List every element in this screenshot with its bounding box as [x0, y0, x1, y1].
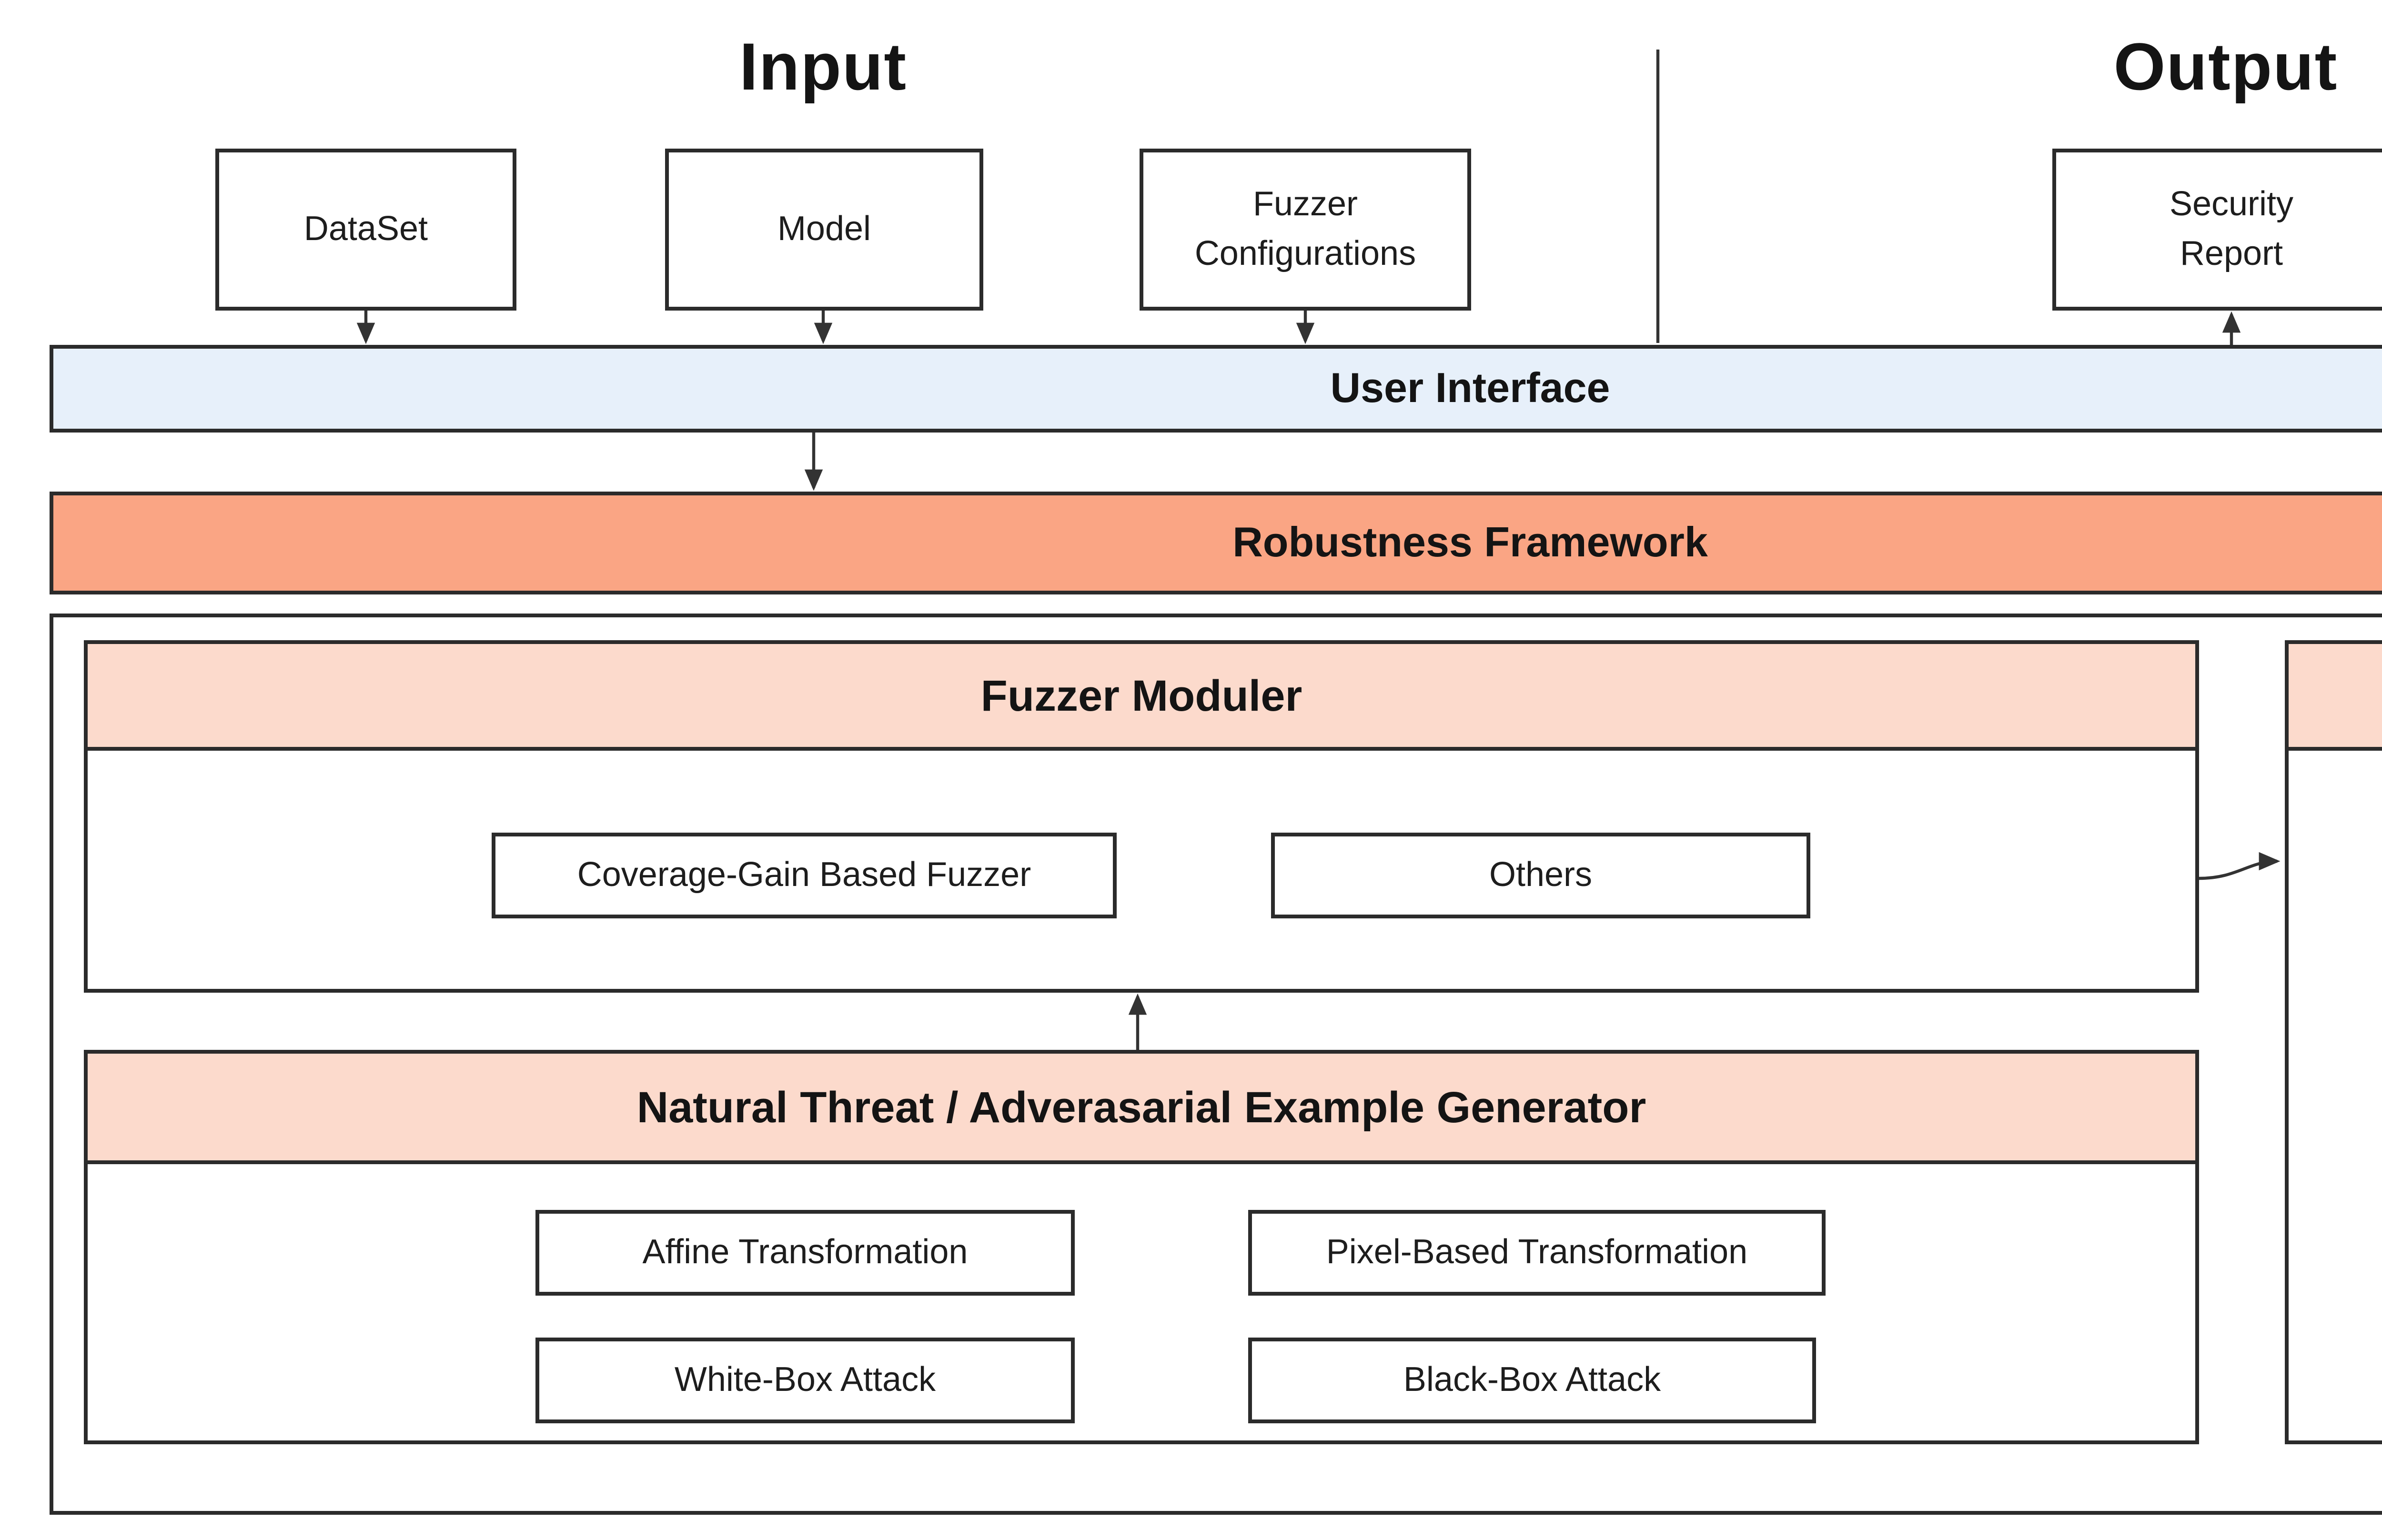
evaluation-panel: Evaluation Classification Utility Covera…: [2285, 640, 2382, 1444]
dataset-box: DataSet: [215, 149, 516, 311]
fuzzer-moduler-title: Fuzzer Moduler: [980, 670, 1302, 719]
fuzzer-others-box: Others: [1271, 833, 1810, 918]
user-interface-bar: User Interface: [50, 345, 2382, 433]
robustness-framework-bar: Robustness Framework: [50, 492, 2382, 594]
output-section-heading: Output: [2113, 30, 2338, 105]
fuzzer-moduler-header: Fuzzer Moduler: [88, 644, 2195, 751]
security-report-box: Security Report: [2052, 149, 2382, 311]
example-generator-header: Natural Threat / Adverasarial Example Ge…: [88, 1054, 2195, 1164]
affine-transformation-box: Affine Transformation: [535, 1210, 1075, 1296]
user-interface-label: User Interface: [1330, 364, 1610, 412]
robustness-framework-label: Robustness Framework: [1232, 518, 1708, 566]
input-section-heading: Input: [739, 30, 908, 105]
example-generator-title: Natural Threat / Adverasarial Example Ge…: [636, 1081, 1646, 1131]
coverage-gain-based-fuzzer-box: Coverage-Gain Based Fuzzer: [492, 833, 1117, 918]
fuzzer-configurations-box: Fuzzer Configurations: [1140, 149, 1471, 311]
black-box-attack-box: Black-Box Attack: [1248, 1338, 1816, 1423]
evaluation-header: Evaluation: [2289, 644, 2382, 751]
pixel-based-transformation-box: Pixel-Based Transformation: [1248, 1210, 1826, 1296]
model-box: Model: [665, 149, 983, 311]
white-box-attack-box: White-Box Attack: [535, 1338, 1075, 1423]
fuzzer-moduler-panel: Fuzzer Moduler Coverage-Gain Based Fuzze…: [84, 640, 2199, 993]
example-generator-panel: Natural Threat / Adverasarial Example Ge…: [84, 1050, 2199, 1444]
